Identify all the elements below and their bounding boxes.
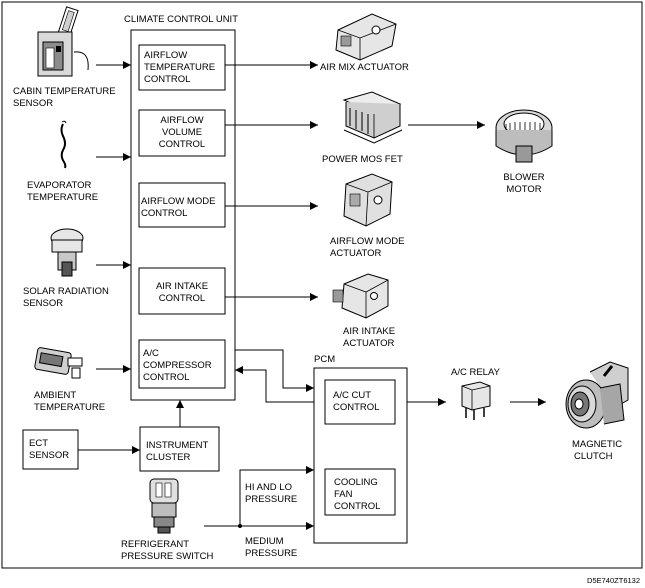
- ccu-block-line: A/C: [143, 348, 159, 359]
- output-label-line: AIR MIX ACTUATOR: [320, 62, 409, 73]
- input-label-line: SOLAR RADIATION: [23, 286, 109, 297]
- cabin-temperature-sensor-icon: [37, 6, 89, 77]
- output-label-line: POWER MOS FET: [322, 154, 403, 165]
- pressure-label-line: PRESSURE: [245, 494, 297, 505]
- output-label-line: MOTOR: [506, 184, 541, 195]
- pressure-label-line: HI AND LO: [245, 482, 292, 493]
- pcm-block-line: CONTROL: [333, 402, 379, 413]
- evaporator-sensor-icon: [60, 120, 67, 169]
- output-label-line: BLOWER: [503, 172, 544, 183]
- output-label-line: AIRFLOW MODE: [330, 236, 404, 247]
- connections: [78, 61, 546, 530]
- pcm-block-line: COOLING: [334, 477, 378, 488]
- pcm-block-line: CONTROL: [334, 501, 380, 512]
- output-label-line: A/C RELAY: [451, 367, 501, 378]
- input-label-line: REFRIGERANT: [121, 539, 189, 550]
- ccu-block-ac-compressor: A/C COMPRESSOR CONTROL: [138, 339, 226, 389]
- input-label-line: SENSOR: [13, 98, 53, 109]
- ccu-block-airflow-temperature: AIRFLOW TEMPERATURE CONTROL: [138, 44, 226, 91]
- input-label-line: EVAPORATOR: [27, 180, 92, 191]
- input-label-line: PRESSURE SWITCH: [121, 551, 214, 562]
- airflow-mode-actuator-icon: [343, 173, 393, 227]
- ccu-block-airflow-volume: AIRFLOW VOLUME CONTROL: [138, 109, 226, 157]
- power-mos-fet-icon: [342, 91, 403, 144]
- output-label-line: AIR INTAKE: [343, 326, 395, 337]
- air-intake-actuator-icon: [332, 273, 389, 319]
- ccu-block-line: AIRFLOW: [160, 115, 203, 126]
- ccu-block-air-intake: AIR INTAKE CONTROL: [138, 267, 226, 315]
- ambient-temperature-sensor-icon: [34, 347, 83, 379]
- ect-label-line: ECT: [29, 438, 48, 449]
- ccu-block-line: VOLUME: [162, 127, 202, 138]
- ccu-title: CLIMATE CONTROL UNIT: [124, 14, 238, 25]
- ccu-block-line: AIR INTAKE: [156, 281, 208, 292]
- junction-dot: [238, 524, 242, 528]
- ect-sensor-box: ECT SENSOR: [22, 429, 79, 470]
- pcm-block-line: A/C CUT: [333, 390, 371, 401]
- air-mix-actuator-icon: [335, 13, 397, 61]
- pressure-label-line: MEDIUM: [245, 536, 284, 547]
- ccu-block-line: CONTROL: [159, 139, 205, 150]
- output-label-line: CLUTCH: [574, 451, 613, 462]
- pcm-block-ac-cut: A/C CUT CONTROL: [324, 379, 396, 425]
- ccu-block-line: TEMPERATURE: [144, 62, 215, 73]
- input-label-line: TEMPERATURE: [27, 192, 98, 203]
- input-label-line: AMBIENT: [34, 390, 76, 401]
- magnetic-clutch-icon: [565, 361, 629, 429]
- ac-relay-icon: [461, 381, 491, 420]
- ccu-block-line: CONTROL: [143, 372, 189, 383]
- pcm-block-line: FAN: [334, 489, 353, 500]
- ect-label-line: SENSOR: [29, 450, 69, 461]
- outer-frame: [1, 1, 643, 569]
- ccu-block-airflow-mode: AIRFLOW MODE CONTROL: [138, 182, 226, 228]
- ccu-block-line: CONTROL: [141, 208, 187, 219]
- output-label-line: ACTUATOR: [343, 338, 395, 349]
- pcm-block-cooling-fan: COOLING FAN CONTROL: [324, 468, 396, 516]
- instrument-label-line: CLUSTER: [146, 452, 190, 463]
- ccu-block-line: CONTROL: [159, 293, 205, 304]
- ccu-block-line: AIRFLOW MODE: [141, 196, 215, 207]
- input-label-line: TEMPERATURE: [34, 402, 105, 413]
- input-label-line: CABIN TEMPERATURE: [13, 86, 116, 97]
- output-label-line: ACTUATOR: [330, 248, 382, 259]
- ccu-block-line: AIRFLOW: [144, 50, 187, 61]
- refrigerant-pressure-switch-icon: [149, 478, 179, 534]
- arrow-pcm-to-ccu: [235, 366, 314, 403]
- ccu-block-line: CONTROL: [144, 74, 190, 85]
- ccu-block-line: COMPRESSOR: [143, 360, 212, 371]
- pcm-title: PCM: [314, 354, 335, 365]
- pressure-label-line: PRESSURE: [245, 548, 297, 559]
- arrow-ccu-to-pcm: [235, 349, 314, 392]
- output-label-line: MAGNETIC: [572, 439, 622, 450]
- figure-code: D5E740ZT6132: [587, 576, 640, 585]
- blower-motor-icon: [495, 109, 553, 163]
- instrument-label-line: INSTRUMENT: [146, 440, 208, 451]
- instrument-cluster-box: INSTRUMENT CLUSTER: [139, 426, 220, 472]
- input-label-line: SENSOR: [23, 298, 63, 309]
- arrow-hi-lo-pressure: [204, 466, 314, 527]
- solar-radiation-sensor-icon: [50, 228, 84, 277]
